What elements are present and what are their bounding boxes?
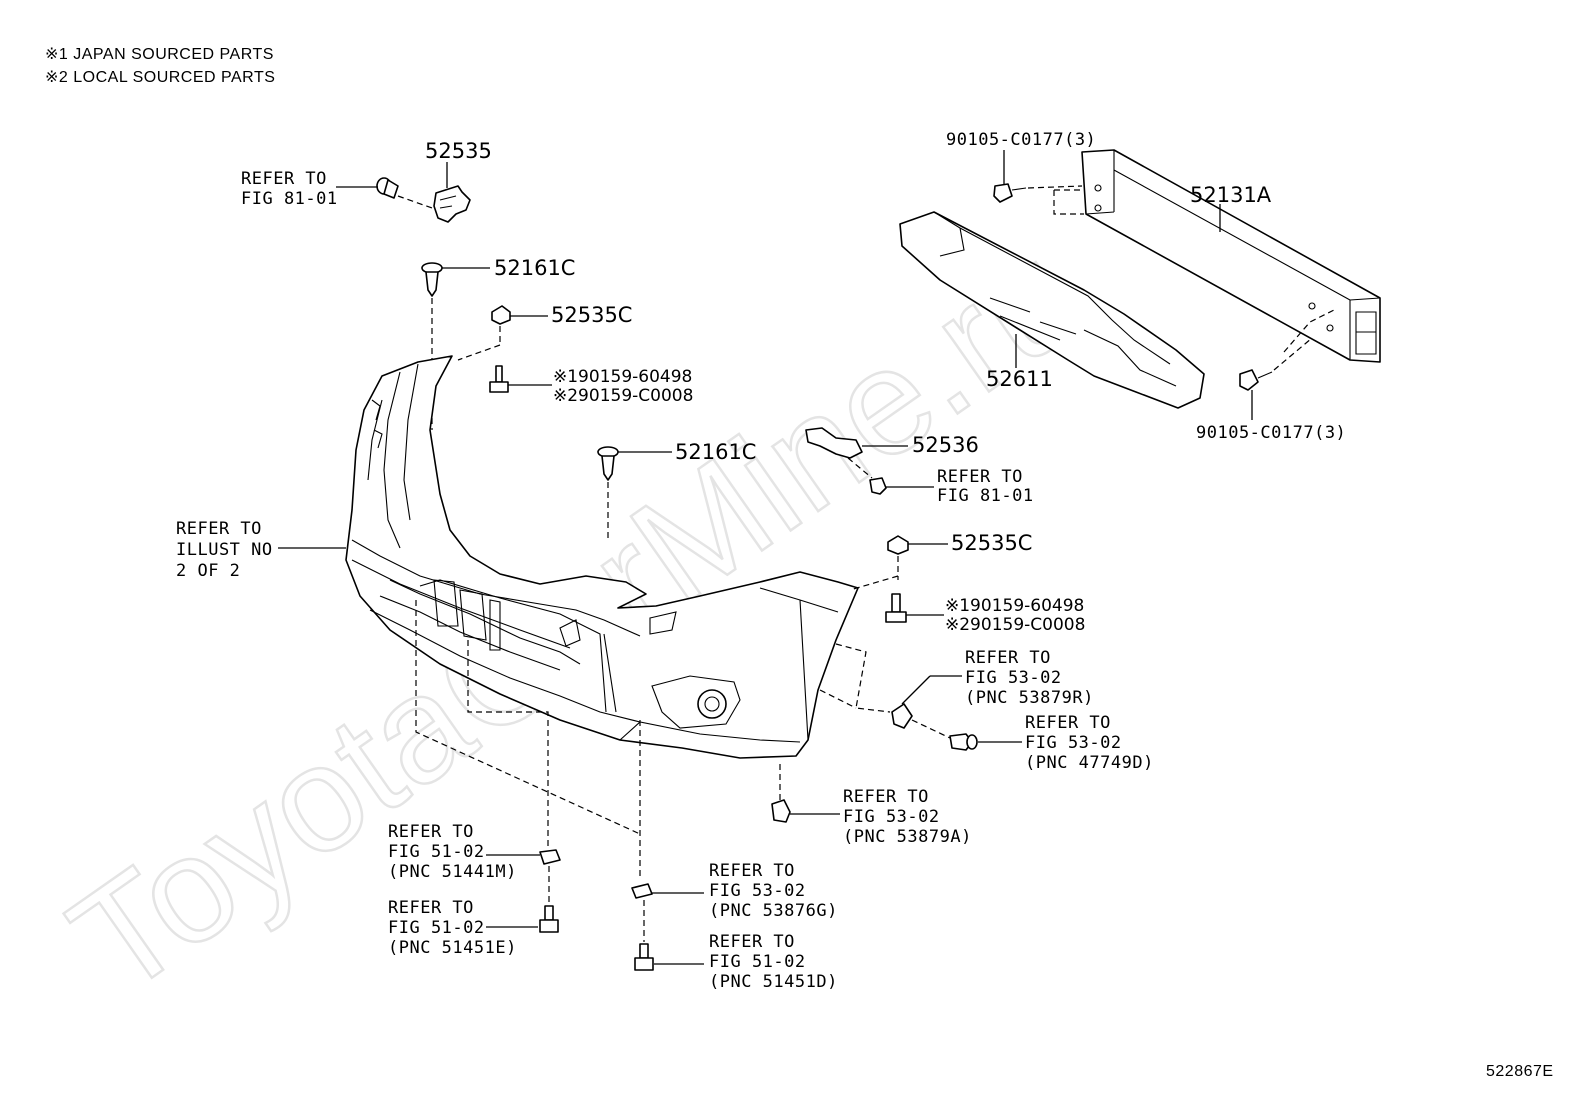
screw-fig81-b[interactable] [869,477,887,495]
label-53879a-3: (PNC 53879A) [843,827,972,847]
label-52536: 52536 [912,433,979,457]
screw-47749d[interactable] [949,733,978,751]
clip-52161c-middle[interactable] [597,446,619,481]
label-47749d-2: FIG 53-02 [1025,733,1122,753]
label-47749d-3: (PNC 47749D) [1025,753,1154,773]
note-local-sourced: ※2 LOCAL SOURCED PARTS [45,69,275,86]
label-53879r-3: (PNC 53879R) [965,688,1094,708]
nut-51441m[interactable] [539,849,561,865]
label-53879a-1: REFER TO [843,787,929,807]
screw-90159-lower[interactable] [885,593,907,623]
label-90159-lower-2: ※290159-C0008 [945,615,1085,635]
label-90105-bottom: 90105-C0177(3) [1196,423,1346,443]
label-51441m-2: FIG 51-02 [388,842,485,862]
label-52161c-middle: 52161C [675,440,756,464]
label-refer-fig8101-a-2: FIG 81-01 [241,189,338,209]
label-51451e-2: FIG 51-02 [388,918,485,938]
label-52611: 52611 [986,367,1053,391]
label-refer-fig8101-a-1: REFER TO [241,169,327,189]
label-refer-illust-1: REFER TO [176,519,262,539]
label-52535c-upper: 52535C [551,303,632,327]
retainer-53879a[interactable] [771,799,791,823]
label-52535c-lower: 52535C [951,531,1032,555]
label-53876g-2: FIG 53-02 [709,881,806,901]
label-52535: 52535 [425,139,492,163]
label-51451d-2: FIG 51-02 [709,952,806,972]
label-90159-upper-2: ※290159-C0008 [553,386,693,406]
label-90159-upper-1: ※190159-60498 [553,367,692,387]
label-51451e-3: (PNC 51451E) [388,938,517,958]
label-53879r-2: FIG 53-02 [965,668,1062,688]
nut-52535c-upper[interactable] [491,305,511,325]
front-bumper-cover[interactable] [345,355,859,759]
label-47749d-1: REFER TO [1025,713,1111,733]
label-51451e-1: REFER TO [388,898,474,918]
note-japan-sourced: ※1 JAPAN SOURCED PARTS [45,46,274,63]
bolt-90105-top[interactable] [993,183,1027,203]
label-53876g-3: (PNC 53876G) [709,901,838,921]
label-51451d-3: (PNC 51451D) [709,972,838,992]
label-51451d-1: REFER TO [709,932,795,952]
label-90159-lower-1: ※190159-60498 [945,596,1084,616]
label-refer-fig8101-b-2: FIG 81-01 [937,486,1034,506]
label-refer-fig8101-b-1: REFER TO [937,467,1023,487]
screw-51451e[interactable] [539,905,559,933]
bracket-52535[interactable] [433,185,471,223]
screw-90159-upper[interactable] [489,365,509,393]
nut-53876g[interactable] [631,883,653,899]
figure-id: 522867E [1486,1063,1554,1080]
label-52131a: 52131A [1190,183,1272,207]
label-51441m-1: REFER TO [388,822,474,842]
reinforcement-52131a[interactable] [1081,149,1381,363]
screw-fig81-a[interactable] [376,177,399,199]
bolt-90105-bottom[interactable] [1239,369,1273,391]
label-52161c-upper: 52161C [494,256,575,280]
label-53879a-2: FIG 53-02 [843,807,940,827]
bracket-52536[interactable] [805,427,863,459]
label-90105-top: 90105-C0177(3) [946,130,1096,150]
label-refer-illust-3: 2 OF 2 [176,561,240,581]
label-refer-illust-2: ILLUST NO [176,540,273,560]
retainer-53879r[interactable] [891,703,913,729]
label-53879r-1: REFER TO [965,648,1051,668]
label-51441m-3: (PNC 51441M) [388,862,517,882]
screw-51451d[interactable] [634,943,654,971]
absorber-52611[interactable] [899,211,1205,409]
clip-52161c-upper[interactable] [421,262,443,297]
nut-52535c-lower[interactable] [887,535,909,555]
label-53876g-1: REFER TO [709,861,795,881]
